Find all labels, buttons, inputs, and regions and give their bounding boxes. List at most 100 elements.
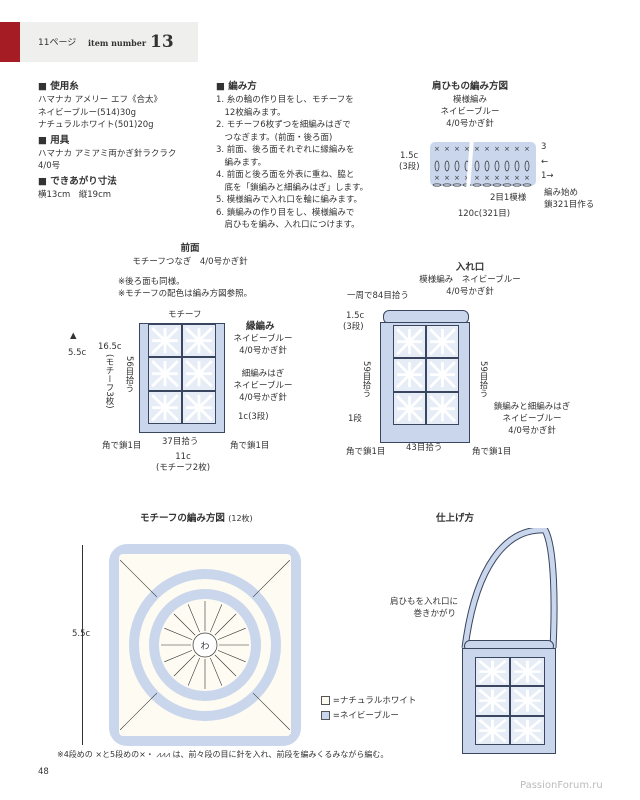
item-number: 13 [150, 32, 174, 52]
join-label: ネイビーブルー [502, 414, 562, 424]
svg-text:×: × [504, 174, 510, 182]
motif-square [475, 657, 510, 687]
method-title: ■ 編み方 [216, 81, 257, 92]
band-height: 1.5c [346, 311, 365, 321]
method-step: 3. 前面、後ろ面それぞれに縁編みを [216, 145, 355, 155]
motif-count: (12枚) [228, 514, 253, 523]
pick-left: 59目拾う [361, 361, 371, 398]
motif-square [426, 391, 459, 425]
yarn-title: ■ 使用糸 [38, 81, 79, 92]
method-step: 5. 模様編みで入れ口を輪に編みます。 [216, 195, 362, 205]
motif-square [426, 325, 459, 359]
edge-width: 1c(3段) [238, 412, 269, 422]
tools-title: ■ 用具 [38, 134, 70, 146]
motif-square [475, 686, 510, 716]
bag-body [380, 322, 470, 443]
opening-sub: 模様編み ネイビーブルー [419, 275, 521, 285]
svg-text:×: × [514, 174, 520, 182]
finish-label: 巻きかがり [413, 609, 456, 619]
motif-square [148, 390, 182, 424]
pick-side: 56目拾う [124, 356, 134, 393]
front-note: ※後ろ面も同様。 [118, 277, 185, 287]
strap-sub: ネイビーブルー [440, 107, 500, 117]
svg-text:×: × [484, 174, 490, 182]
motif-grid [475, 657, 545, 745]
motif-label: モチーフ [168, 310, 202, 320]
strap-height: 1.5c [400, 151, 419, 161]
front-panel [139, 323, 225, 433]
motif-square [426, 358, 459, 392]
row-label: 1→ [541, 171, 554, 181]
pick-bottom: 43目拾う [406, 443, 443, 453]
size-title: ■ できあがり寸法 [38, 175, 117, 187]
pick-right: 59目拾う [478, 361, 488, 398]
row1-label: 1段 [348, 414, 362, 424]
corner-label: 角で鎖1目 [346, 447, 386, 457]
strap-repeat: 2目1模様 [490, 193, 527, 203]
motif-chart-title: モチーフの編み方図 (12枚) [140, 512, 253, 526]
svg-text:×: × [494, 145, 500, 153]
strap-width: 120c(321目) [457, 209, 511, 219]
row-label: 3 [541, 142, 547, 152]
svg-text:×: × [434, 174, 440, 182]
svg-text:×: × [454, 174, 460, 182]
strap-sub: 模様編み [452, 95, 487, 105]
legend-label: =ナチュラルホワイト [332, 696, 417, 706]
tools-line: ハマナカ アミアミ両かぎ針ラクラク [38, 148, 177, 159]
strap-sub: 4/0号かぎ針 [446, 119, 494, 129]
svg-text:×: × [474, 174, 480, 182]
finish-title: 仕上げ方 [435, 513, 474, 524]
motif-square [393, 358, 426, 392]
finish-strap [461, 528, 558, 649]
header-accent [0, 22, 20, 62]
motif-square [182, 357, 216, 391]
yarn-line: ナチュラルホワイト(501)20g [38, 120, 154, 130]
front-height-note: (モチーフ3枚) [104, 354, 114, 409]
finish-label: 肩ひもを入れ口に [390, 597, 459, 607]
legend-label: =ネイビーブルー [332, 711, 399, 721]
svg-text:×: × [494, 174, 500, 182]
corner-label: 角で鎖1目 [102, 441, 142, 451]
header-band [20, 22, 198, 62]
motif-square [393, 325, 426, 359]
svg-text:×: × [484, 145, 490, 153]
svg-text:×: × [514, 145, 520, 153]
svg-text:×: × [434, 145, 440, 153]
opening-round: 一周で84目拾う [347, 291, 409, 301]
method-step: 12枚編みます。 [216, 107, 286, 118]
join-label: ネイビーブルー [233, 381, 293, 391]
edge-sub: ネイビーブルー [233, 334, 293, 344]
edge-label: 縁編み [246, 321, 275, 332]
svg-text:×: × [444, 145, 450, 153]
join-label: 細編みはぎ [241, 369, 285, 379]
strap-start: 鎖321目作る [544, 200, 595, 210]
motif-size: 5.5c [72, 628, 90, 641]
motif-square [148, 324, 182, 358]
svg-text:×: × [474, 145, 480, 153]
front-height: 16.5c [98, 342, 122, 352]
front-sub: モチーフつなぎ 4/0号かぎ針 [132, 257, 248, 267]
finish-bag [462, 648, 556, 754]
motif-square [510, 686, 545, 716]
front-title: 前面 [180, 243, 200, 254]
size-line: 横13cm 縦19cm [38, 189, 112, 200]
watermark: PassionForum.ru [520, 780, 603, 791]
page-number: 48 [38, 767, 49, 777]
opening-sub: 4/0号かぎ針 [446, 287, 494, 297]
motif-square [148, 357, 182, 391]
svg-text:×: × [524, 145, 530, 153]
method-step: 肩ひもを編み、入れ口につけます。 [216, 220, 360, 230]
method-step: つなぎます。(前面・後ろ面) [216, 132, 333, 143]
svg-text:×: × [524, 174, 530, 182]
motif-square [182, 390, 216, 424]
motif-note: ※4段めの ×と5段めの×・ ⩘⩘⩘ は、前々段の目に針を入れ、前段を編みくるみ… [57, 750, 389, 759]
motif-square [510, 657, 545, 687]
strap-rows: (3段) [399, 162, 420, 172]
method-step: 編みます。 [216, 157, 267, 168]
join-label: 4/0号かぎ針 [508, 426, 556, 436]
ring-label: わ [200, 641, 209, 652]
svg-text:×: × [504, 145, 510, 153]
method-step: 1. 糸の輪の作り目をし、モチーフを [216, 95, 354, 105]
strap-title: 肩ひもの編み方図 [431, 81, 508, 92]
svg-text:×: × [464, 145, 470, 153]
